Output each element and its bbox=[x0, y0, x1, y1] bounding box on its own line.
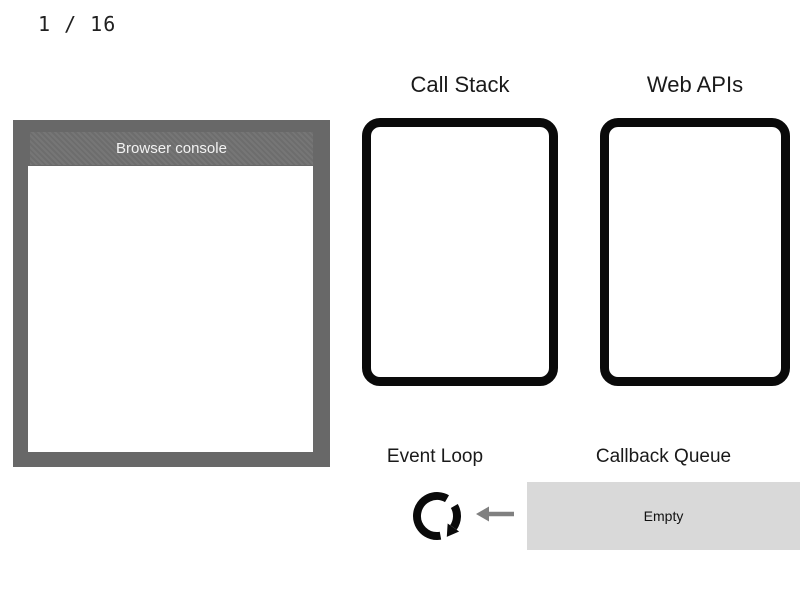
callback-queue-label: Callback Queue bbox=[595, 446, 732, 467]
callback-queue-status: Empty bbox=[643, 508, 684, 524]
call-stack-box bbox=[362, 118, 558, 386]
browser-console-panel: Browser console bbox=[13, 120, 330, 467]
left-arrow-icon bbox=[476, 506, 514, 522]
web-apis-label: Web APIs bbox=[646, 72, 744, 97]
console-output-area bbox=[28, 166, 313, 452]
call-stack-label: Call Stack bbox=[410, 72, 510, 97]
callback-queue-box: Empty bbox=[527, 482, 800, 550]
event-loop-label: Event Loop bbox=[386, 446, 484, 467]
slide-counter: 1 / 16 bbox=[38, 12, 117, 36]
web-apis-box bbox=[600, 118, 790, 386]
console-title: Browser console bbox=[30, 132, 313, 165]
clockwise-loop-arrow-icon bbox=[413, 492, 461, 540]
